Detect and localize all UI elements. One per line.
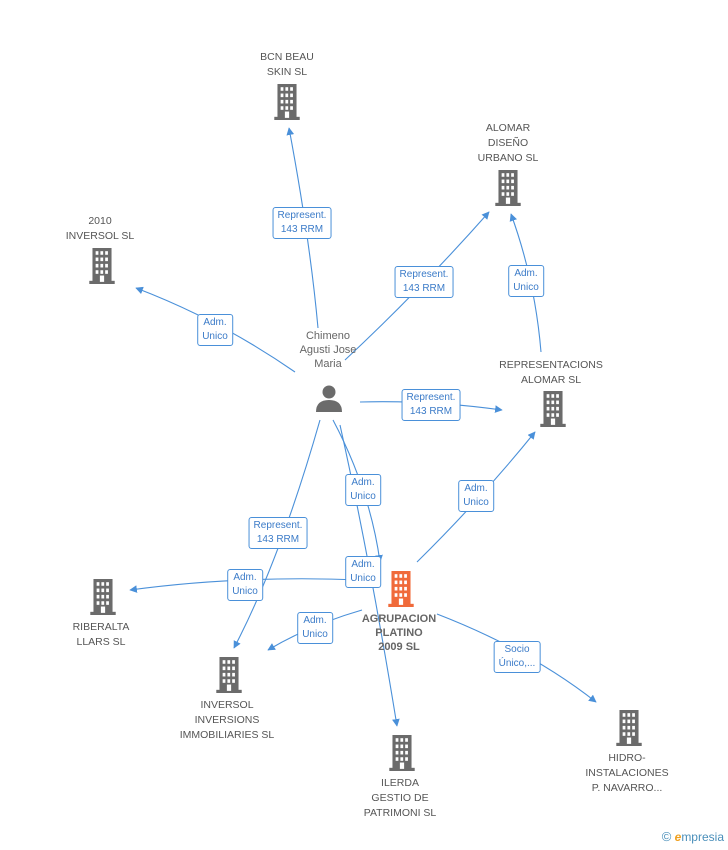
node-label-line: ALOMAR SL: [520, 374, 582, 386]
node-label-line: INSTALACIONES: [585, 767, 669, 779]
node-label-line: PATRIMONI SL: [363, 807, 437, 819]
edge-label[interactable]: Adm. Unico: [297, 612, 333, 644]
edge-label-line: Adm.: [233, 572, 257, 583]
building-icon[interactable]: [213, 657, 245, 698]
node-label-line: DISEÑO: [487, 137, 529, 149]
main-building-icon[interactable]: [385, 571, 417, 612]
edge-label[interactable]: Represent. 143 RRM: [401, 389, 461, 421]
node-label-ilerda[interactable]: ILERDA GESTIO DE PATRIMONI SL: [364, 776, 437, 821]
node-label-line: ALOMAR: [485, 122, 531, 134]
edge-label-line: Unico: [350, 491, 376, 502]
edge-label-line: Unico: [202, 331, 228, 342]
brand-initial: e: [674, 830, 682, 844]
node-label-riberalta[interactable]: RIBERALTA LLARS SL: [73, 620, 130, 650]
edge-label[interactable]: Represent. 143 RRM: [248, 517, 308, 549]
person-icon[interactable]: [314, 383, 344, 418]
edge-label-line: Unico: [350, 573, 376, 584]
node-label-line: Agusti Jose: [299, 344, 357, 356]
node-label-line: SKIN SL: [266, 66, 308, 78]
edge-label-line: 143 RRM: [280, 224, 324, 235]
edge-label[interactable]: Adm. Unico: [227, 569, 263, 601]
edge-label-line: Adm.: [351, 559, 375, 570]
node-label-line: IMMOBILIARIES SL: [179, 729, 275, 741]
building-icon[interactable]: [271, 84, 303, 125]
edge-label-line: Unico: [513, 282, 539, 293]
edge-label[interactable]: Represent. 143 RRM: [272, 207, 332, 239]
node-label-representaciones[interactable]: REPRESENTACIONS ALOMAR SL: [499, 358, 603, 388]
edge-label-line: Adm.: [303, 615, 327, 626]
edge-label[interactable]: Represent. 143 RRM: [394, 266, 454, 298]
building-icon[interactable]: [492, 170, 524, 211]
building-icon[interactable]: [537, 391, 569, 432]
node-label-line: RIBERALTA: [72, 621, 130, 633]
node-label-bcn[interactable]: BCN BEAU SKIN SL: [260, 50, 314, 80]
edge-label[interactable]: Adm. Unico: [197, 314, 233, 346]
node-label-hidro[interactable]: HIDRO- INSTALACIONES P. NAVARRO...: [585, 751, 668, 796]
edge-label-line: Unico: [302, 629, 328, 640]
edge-label-line: Represent.: [399, 269, 449, 280]
node-label-line: 2009 SL: [378, 641, 420, 653]
edge-label[interactable]: Adm. Unico: [508, 265, 544, 297]
node-label-line: BCN BEAU: [260, 51, 314, 63]
node-label-line: URBANO SL: [477, 152, 539, 164]
copyright: © empresia: [662, 829, 724, 844]
building-icon[interactable]: [386, 735, 418, 776]
node-label-line: REPRESENTACIONS: [499, 359, 603, 371]
node-label-inversol[interactable]: INVERSOL INVERSIONS IMMOBILIARIES SL: [180, 698, 275, 743]
building-icon[interactable]: [613, 710, 645, 751]
edge-label-line: Único,...: [498, 658, 536, 669]
building-icon[interactable]: [86, 248, 118, 289]
edge-label-line: 143 RRM: [409, 406, 453, 417]
node-label-line: P. NAVARRO...: [591, 782, 663, 794]
brand-name: mpresia: [681, 830, 724, 844]
node-label-line: AGRUPACION: [361, 613, 437, 625]
node-label-line: Maria: [314, 358, 342, 370]
edge-label[interactable]: Adm. Unico: [458, 480, 494, 512]
edge-label-line: Socio: [504, 644, 530, 655]
edge-label-line: Adm.: [351, 477, 375, 488]
node-label-line: INVERSOL: [200, 699, 254, 711]
edge-label-line: Unico: [463, 497, 489, 508]
node-label-agrupacion[interactable]: AGRUPACION PLATINO 2009 SL: [362, 612, 436, 654]
edge-label-line: Unico: [232, 586, 258, 597]
node-label-line: GESTIO DE: [371, 792, 429, 804]
edge-label-line: Represent.: [253, 520, 303, 531]
edge-label-line: Adm.: [464, 483, 488, 494]
node-label-line: INVERSIONS: [194, 714, 260, 726]
node-label-line: Chimeno: [305, 330, 351, 342]
edge-label-line: Adm.: [203, 317, 227, 328]
edge-label[interactable]: Adm. Unico: [345, 474, 381, 506]
copyright-symbol: ©: [661, 829, 672, 844]
node-label-alomar-diseno[interactable]: ALOMAR DISEÑO URBANO SL: [478, 121, 539, 166]
edge-label[interactable]: Adm. Unico: [345, 556, 381, 588]
node-label-line: INVERSOL SL: [65, 230, 135, 242]
building-icon[interactable]: [87, 579, 119, 620]
node-label-line: 2010: [88, 215, 112, 227]
node-label-line: HIDRO-: [608, 752, 646, 764]
edge-label-line: Represent.: [406, 392, 456, 403]
node-label-line: PLATINO: [375, 627, 423, 639]
edge-label-line: Represent.: [277, 210, 327, 221]
edge-label-line: Adm.: [514, 268, 538, 279]
edge-label-line: 143 RRM: [402, 283, 446, 294]
node-label-line: LLARS SL: [76, 636, 126, 648]
node-label-line: ILERDA: [381, 777, 419, 789]
edge-label-line: 143 RRM: [256, 534, 300, 545]
